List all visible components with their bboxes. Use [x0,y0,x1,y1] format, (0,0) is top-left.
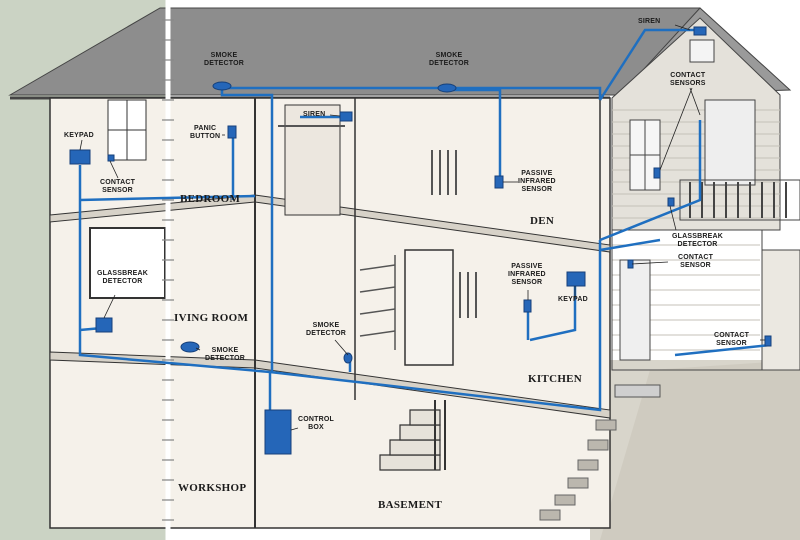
basement-stairs [379,409,441,471]
label-keypad-left: KEYPAD [64,132,94,139]
label-contact-sensor-left: CONTACT SENSOR [100,179,136,194]
living-room-window [89,227,166,299]
garage-door [761,249,800,371]
smoke-detector-stair-device [343,352,353,364]
room-label-bedroom: BEDROOM [180,193,241,205]
smoke-detector-attic-mid-device [437,83,457,93]
keypad-kitchen-device [566,271,586,287]
room-label-workshop: WORKSHOP [178,482,247,494]
room-label-living-room: IVING ROOM [174,312,249,324]
label-siren-closet: SIREN [303,111,326,118]
label-glassbreak-left: GLASSBREAK DETECTOR [97,270,149,285]
room-label-den: DEN [530,215,555,227]
smoke-detector-attic-left-device [212,81,232,91]
label-passive-infrared-den: PASSIVE INFRARED SENSOR [518,170,556,193]
label-siren-roof: SIREN [638,18,661,25]
alarm-wiring [78,28,771,420]
contact-sensor-garage-device [764,335,772,347]
balcony-railing [689,182,787,218]
shelves [359,255,396,350]
label-glassbreak-right: GLASSBREAK DETECTOR [672,233,724,248]
siren-closet-device [339,111,353,122]
contact-sensor-left-device [107,154,115,162]
foundation-stones [539,419,617,521]
label-smoke-detector-living: SMOKE DETECTOR [205,347,245,362]
kitchen-door [404,249,454,366]
leader-lines [79,24,765,431]
label-panic-button: PANIC BUTTON [190,125,221,140]
passive-infrared-den-device [494,175,504,189]
label-control-box: CONTROL BOX [298,416,335,431]
smoke-detector-living-device [180,341,200,353]
driveway [600,360,800,540]
label-keypad-kitchen: KEYPAD [558,296,588,303]
closet [284,104,341,216]
label-contact-sensor-right: CONTACT SENSOR [678,254,714,269]
passive-infrared-kitchen-device [523,299,532,313]
glassbreak-right-device [667,197,675,207]
label-contact-sensor-garage: CONTACT SENSOR [714,332,750,347]
balcony-door [704,99,756,186]
contact-sensors-right-device [653,167,661,179]
panic-button-device [227,125,237,139]
binding-seam [162,0,174,540]
side-door [619,259,651,361]
glassbreak-left-device [95,317,113,333]
room-label-kitchen: KITCHEN [528,373,583,385]
kitchen-railing [459,272,477,318]
devices [69,26,772,455]
gable-vent [689,39,715,63]
balcony [679,179,800,221]
siren-roof-device [693,26,707,36]
step [614,384,661,398]
control-box-device [264,409,292,455]
label-smoke-detector-attic-left: SMOKE DETECTOR [204,52,244,67]
label-smoke-detector-attic-mid: SMOKE DETECTOR [429,52,469,67]
room-label-basement: BASEMENT [378,499,443,511]
den-railing [431,150,457,195]
keypad-left-device [69,149,91,165]
label-passive-infrared-kitchen: PASSIVE INFRARED SENSOR [508,263,546,286]
label-smoke-detector-stair: SMOKE DETECTOR [306,322,346,337]
label-contact-sensors-right: CONTACT SENSORS [670,72,706,87]
